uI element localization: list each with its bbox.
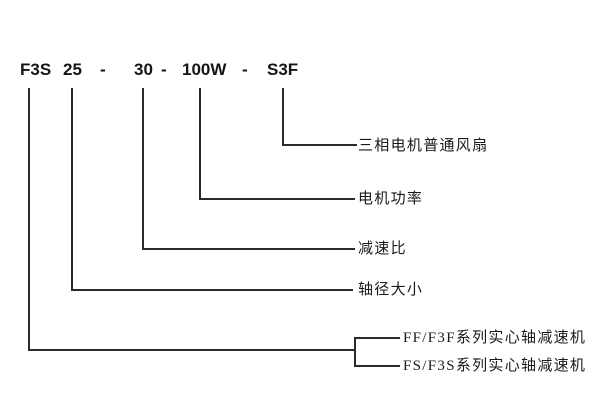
model-code-dash-2: - (161, 60, 167, 79)
callout-line-fan (282, 144, 357, 146)
series-bracket-vertical (354, 337, 356, 367)
model-code-token-series: F3S (20, 60, 52, 79)
callout-stem-ratio (142, 88, 144, 250)
series-bracket-top-stub (354, 337, 400, 339)
label-motor-power: 电机功率 (358, 191, 424, 207)
label-fan: 三相电机普通风扇 (358, 138, 489, 154)
model-code-token-ratio: 30 (134, 60, 153, 79)
label-ratio: 减速比 (358, 241, 407, 257)
label-series-ff: FF/F3F系列实心轴减速机 (403, 330, 587, 346)
callout-line-power (199, 198, 355, 200)
callout-line-series (28, 349, 355, 351)
model-code-token-fan: S3F (267, 60, 299, 79)
model-code-dash-3: - (242, 60, 248, 79)
model-code-dash-1: - (100, 60, 106, 79)
model-code-token-shaft-size: 25 (63, 60, 82, 79)
callout-stem-power (199, 88, 201, 200)
callout-stem-series (28, 88, 30, 351)
callout-line-ratio (142, 248, 355, 250)
callout-stem-fan (282, 88, 284, 146)
model-code-token-power: 100W (182, 60, 227, 79)
label-shaft-size: 轴径大小 (358, 282, 424, 298)
callout-line-shaft-size (71, 289, 353, 291)
label-series-fs: FS/F3S系列实心轴减速机 (403, 358, 587, 374)
callout-stem-shaft-size (71, 88, 73, 291)
series-bracket-bottom-stub (354, 365, 400, 367)
